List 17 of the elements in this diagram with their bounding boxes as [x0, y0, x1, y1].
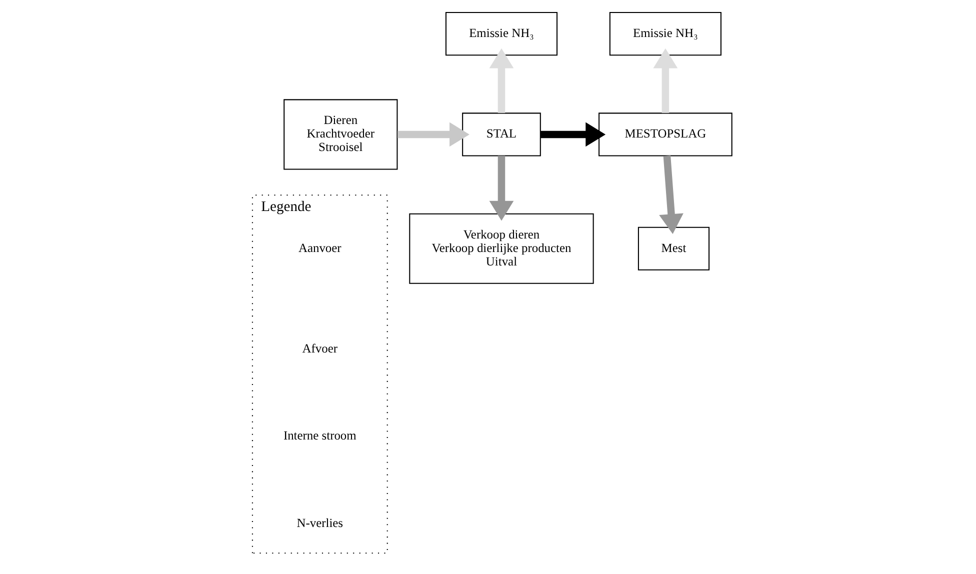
node-box: Dieren Krachtvoeder Strooisel: [284, 99, 398, 170]
legend-label: Afvoer: [302, 341, 338, 356]
legend-label: Aanvoer: [298, 240, 342, 255]
node-box: Emissie NH₃: [609, 12, 722, 56]
node-box: Mest: [638, 226, 710, 270]
node-box: STAL: [462, 112, 541, 156]
node-box: MESTOPSLAG: [598, 112, 732, 156]
arrow: [398, 122, 470, 147]
arrow: [653, 48, 678, 114]
legend-label: N-verlies: [296, 516, 344, 530]
arrow: [659, 156, 684, 234]
node-box: Verkoop dieren Verkoop dierlijke producten Uitval: [409, 213, 594, 284]
legend-label: Interne stroom: [283, 428, 356, 443]
node-box: Emissie NH₃: [445, 12, 558, 56]
arrow: [489, 48, 514, 114]
arrow: [540, 122, 606, 147]
arrow: [489, 156, 514, 221]
